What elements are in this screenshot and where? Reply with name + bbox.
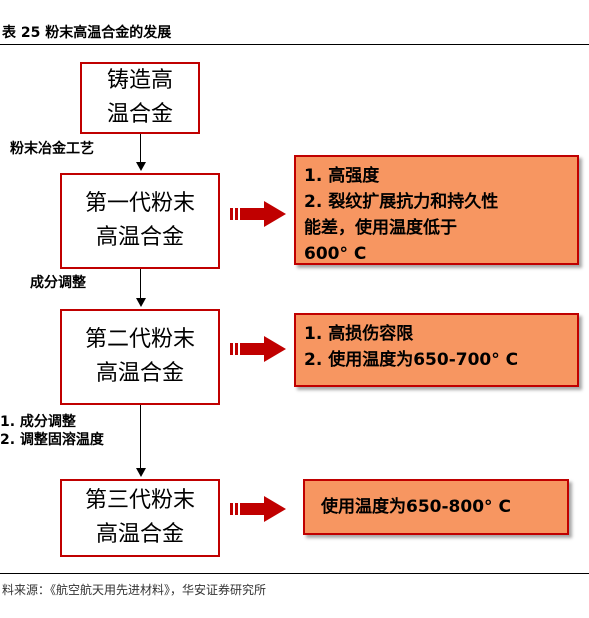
gen3-box: 第三代粉末 高温合金	[60, 479, 220, 557]
connector-arrowhead-1	[136, 162, 146, 171]
casting-superalloy-box: 铸造高 温合金	[80, 62, 200, 134]
gen1-note-4: 600° C	[304, 244, 367, 264]
gen1-note-3: 能差，使用温度低于	[304, 218, 457, 238]
source-note: 料来源：《航空航天用先进材料》，华安证券研究所	[2, 583, 267, 597]
adjustments-label: 1. 成分调整 2. 调整固溶温度	[0, 413, 104, 449]
adjustment-line-2: 2. 调整固溶温度	[0, 432, 104, 448]
table-title: 表 25 粉末高温合金的发展	[2, 25, 172, 41]
gen1-note-1: 1. 高强度	[304, 166, 380, 186]
gen3-line-1: 第三代粉末	[84, 488, 195, 513]
gen3-note-1: 使用温度为650-800° C	[321, 497, 511, 517]
gen1-right-arrow-icon	[230, 201, 286, 227]
adjustment-line-1: 1. 成分调整	[0, 414, 76, 430]
gen2-box: 第二代粉末 高温合金	[60, 309, 220, 405]
top-rule	[0, 44, 589, 45]
gen3-line-2: 高温合金	[95, 522, 184, 547]
gen3-right-arrow-icon	[230, 496, 286, 522]
connector-line-3	[140, 405, 141, 470]
gen1-box: 第一代粉末 高温合金	[60, 173, 220, 269]
casting-line-1: 铸造高	[106, 68, 173, 93]
gen1-line-1: 第一代粉末	[84, 191, 195, 216]
gen1-line-2: 高温合金	[95, 225, 184, 250]
casting-line-2: 温合金	[106, 102, 173, 127]
gen2-line-1: 第二代粉末	[84, 327, 195, 352]
gen2-right-arrow-icon	[230, 336, 286, 362]
powder-metallurgy-label: 粉末冶金工艺	[10, 141, 94, 157]
gen1-notes-box: 1. 高强度 2. 裂纹扩展抗力和持久性 能差，使用温度低于 600° C	[294, 155, 579, 265]
connector-arrowhead-3	[136, 468, 146, 477]
gen2-line-2: 高温合金	[95, 361, 184, 386]
connector-line-2	[140, 269, 141, 300]
gen2-note-1: 1. 高损伤容限	[304, 324, 414, 344]
gen2-note-2: 2. 使用温度为650-700° C	[304, 350, 519, 370]
composition-adjust-label: 成分调整	[30, 275, 86, 291]
bottom-rule	[0, 573, 589, 574]
connector-line-1	[140, 134, 141, 164]
gen3-notes-box: 使用温度为650-800° C	[303, 479, 569, 535]
gen1-note-2: 2. 裂纹扩展抗力和持久性	[304, 192, 499, 212]
gen2-notes-box: 1. 高损伤容限 2. 使用温度为650-700° C	[294, 313, 579, 387]
connector-arrowhead-2	[136, 298, 146, 307]
